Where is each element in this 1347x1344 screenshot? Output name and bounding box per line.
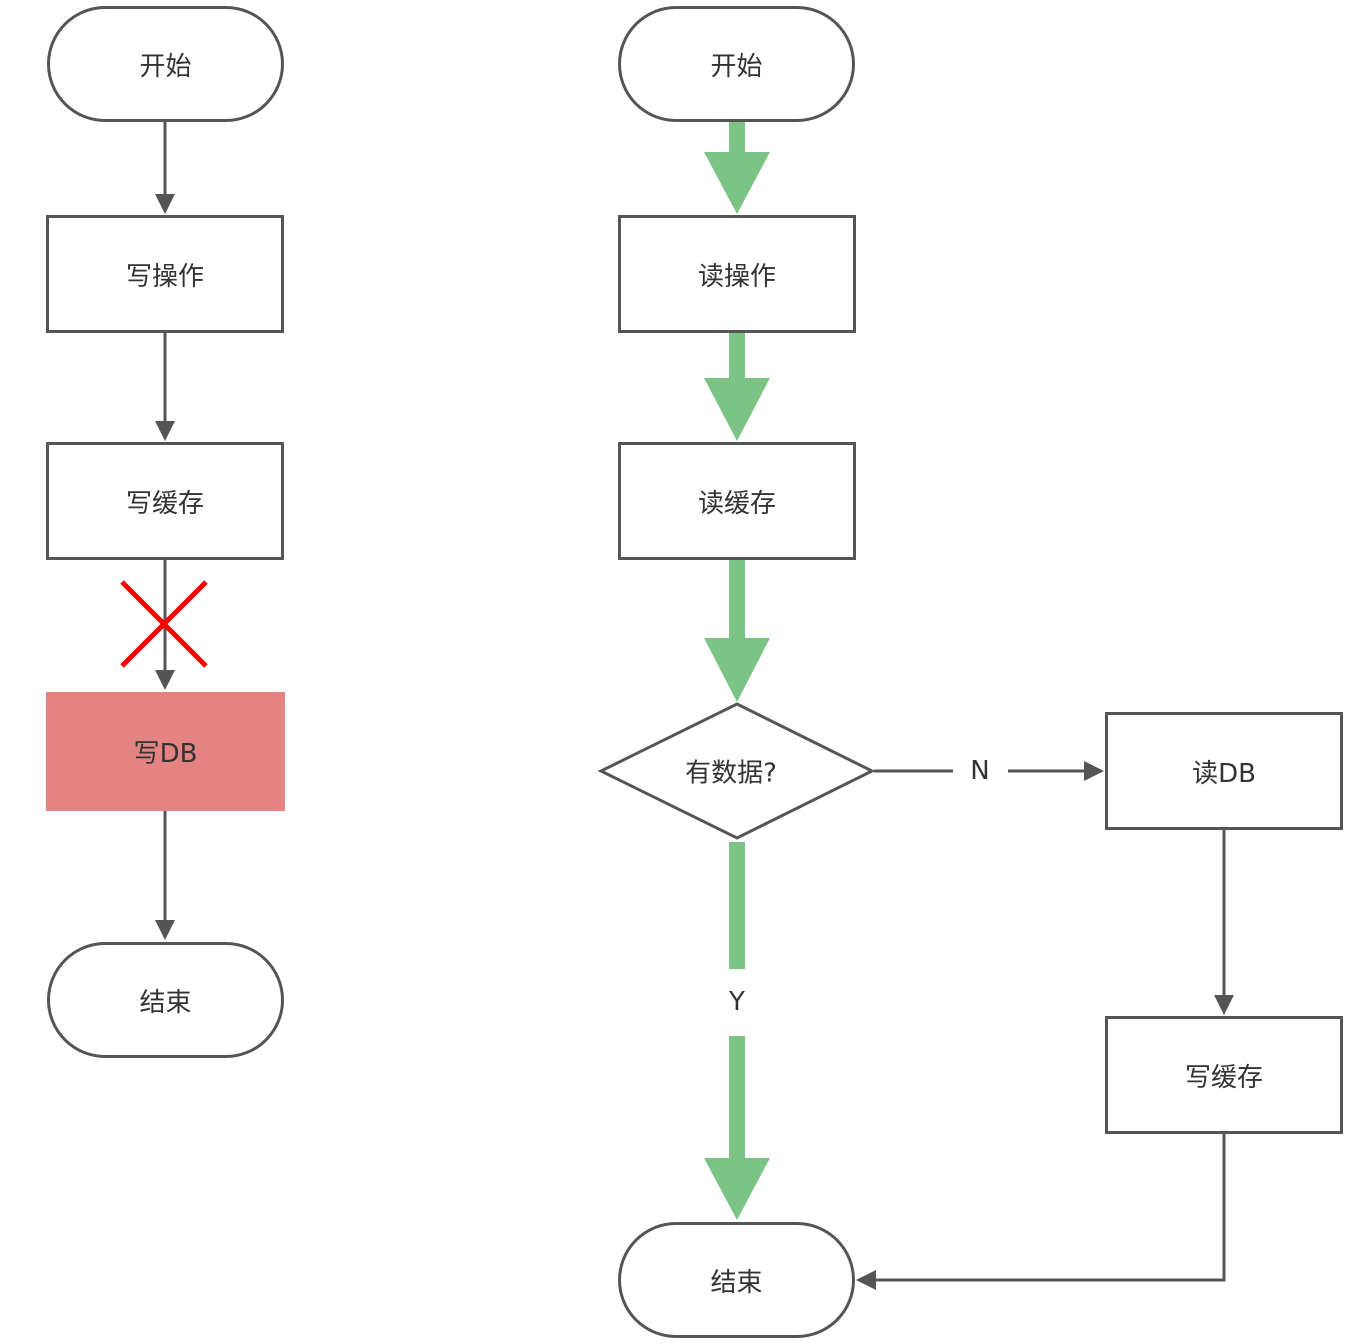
edge-read-op-to-cache bbox=[704, 333, 770, 441]
yes-branch-label: Y bbox=[723, 987, 751, 1017]
arrowhead-write-op bbox=[155, 194, 175, 214]
read-db-label: 读DB bbox=[1192, 758, 1256, 789]
read-end-node: 结束 bbox=[618, 1222, 855, 1338]
decision-diamond-shape bbox=[597, 702, 876, 840]
write-start-node: 开始 bbox=[47, 6, 284, 122]
read-op-node: 读操作 bbox=[618, 215, 856, 333]
arrowhead-write-end bbox=[155, 920, 175, 940]
arrowhead-read-end bbox=[856, 1270, 876, 1290]
read-cache-node: 读缓存 bbox=[618, 442, 856, 560]
read-cache-label: 读缓存 bbox=[697, 488, 776, 519]
arrowhead-write-cache-right bbox=[1214, 995, 1234, 1015]
edge-read-start-to-op bbox=[704, 122, 770, 214]
edge-write-cache-to-end bbox=[870, 1134, 1226, 1282]
write-end-node: 结束 bbox=[47, 942, 284, 1058]
write-db-node: 写DB bbox=[46, 692, 285, 811]
write-op-label: 写操作 bbox=[125, 261, 204, 292]
write-cache-label: 写缓存 bbox=[125, 488, 204, 519]
no-branch-label: N bbox=[964, 756, 996, 786]
write-cache-node: 写缓存 bbox=[46, 442, 284, 560]
read-write-cache-node: 写缓存 bbox=[1105, 1016, 1343, 1134]
read-start-node: 开始 bbox=[618, 6, 855, 122]
arrowhead-write-db bbox=[155, 670, 175, 690]
write-end-label: 结束 bbox=[139, 987, 192, 1018]
arrowhead-read-db bbox=[1084, 761, 1104, 781]
write-start-label: 开始 bbox=[139, 51, 192, 82]
edge-decision-yes-to-end bbox=[704, 842, 770, 1220]
arrowhead-write-cache bbox=[155, 421, 175, 441]
read-db-node: 读DB bbox=[1105, 712, 1343, 830]
read-start-label: 开始 bbox=[710, 51, 763, 82]
read-op-label: 读操作 bbox=[697, 261, 776, 292]
read-write-cache-label: 写缓存 bbox=[1184, 1062, 1263, 1093]
decision-label: 有数据? bbox=[685, 758, 777, 789]
edge-read-cache-to-decision bbox=[704, 560, 770, 702]
write-op-node: 写操作 bbox=[46, 215, 284, 333]
write-db-label: 写DB bbox=[133, 739, 198, 769]
read-end-label: 结束 bbox=[710, 1267, 763, 1298]
failure-cross-icon bbox=[120, 580, 208, 668]
